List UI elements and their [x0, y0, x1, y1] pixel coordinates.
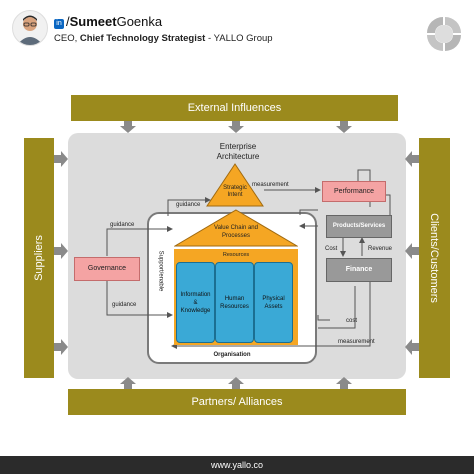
author-title: CEO, Chief Technology Strategist - YALLO… — [54, 33, 273, 44]
measurement-top-label: measurement — [252, 182, 289, 188]
strategic-triangle — [206, 163, 264, 207]
enterprise-title-line2: Architecture — [216, 152, 260, 161]
partners-label: Partners/ Alliances — [191, 396, 283, 408]
governance-label: Governance — [87, 265, 127, 272]
governance-box: Governance — [74, 257, 140, 281]
title-company: - YALLO Group — [205, 33, 273, 44]
physical-line1: Physical — [262, 295, 285, 302]
human-line1: Human — [224, 295, 245, 302]
products-services-label: Products/Services — [332, 223, 386, 229]
finance-box: Finance — [326, 258, 392, 282]
support-enable-label: Support/enable — [157, 250, 164, 292]
footer-bar: www.yallo.co — [0, 456, 474, 474]
measurement-bottom-label: measurement — [338, 339, 375, 345]
author-first-name: Sumeet — [69, 14, 117, 29]
linkedin-separator: / — [66, 14, 70, 29]
strategic-intent-line1: Strategic — [223, 185, 247, 191]
author-last-name: Goenka — [116, 14, 163, 29]
clients-bar: Clients/Customers — [419, 138, 450, 378]
value-chain-roof — [174, 209, 298, 247]
footer-url[interactable]: www.yallo.co — [210, 460, 264, 470]
human-resources-box: Human Resources — [215, 262, 254, 343]
value-chain-label: Value Chain and Processes — [206, 224, 266, 240]
value-chain-line2: Processes — [221, 233, 250, 239]
linkedin-icon: in — [54, 19, 64, 29]
info-line3: Knowledge — [180, 307, 211, 314]
finance-label: Finance — [345, 266, 373, 273]
physical-line2: Assets — [264, 303, 283, 310]
suppliers-bar: Suppliers — [24, 138, 54, 378]
value-chain-line1: Value Chain and — [214, 225, 258, 231]
resources-label: Resources — [222, 252, 250, 258]
enterprise-title-line1: Enterprise — [219, 142, 257, 151]
products-services-box: Products/Services — [326, 215, 392, 238]
strategic-intent-label: Strategic Intent — [206, 185, 264, 199]
yallo-logo-icon — [426, 16, 462, 52]
organisation-label: Organisation — [213, 352, 251, 358]
guidance-bottom-label: guidance — [112, 302, 137, 308]
external-influences-bar: External Influences — [71, 95, 398, 121]
title-role: Chief Technology Strategist — [79, 33, 206, 44]
performance-label: Performance — [333, 188, 375, 195]
info-knowledge-box: Information & Knowledge — [176, 262, 215, 343]
cost-mid-label: Cost — [325, 246, 338, 252]
cost-bottom-label: cost — [346, 318, 358, 324]
guidance-left-label: guidance — [110, 222, 135, 228]
author-name: in/SumeetGoenka — [54, 14, 162, 29]
physical-assets-box: Physical Assets — [254, 262, 293, 343]
partners-bar: Partners/ Alliances — [68, 389, 406, 415]
strategic-intent-line2: Intent — [227, 192, 243, 198]
external-influences-label: External Influences — [187, 102, 282, 114]
info-line2: & — [193, 299, 198, 306]
guidance-top-label: guidance — [176, 202, 201, 208]
external-arrows — [54, 121, 419, 389]
info-line1: Information — [180, 291, 211, 298]
avatar — [12, 10, 48, 46]
enterprise-title: Enterprise Architecture — [188, 142, 288, 162]
revenue-label: Revenue — [368, 246, 393, 252]
human-line2: Resources — [220, 303, 249, 310]
title-prefix: CEO, — [54, 33, 80, 44]
performance-box: Performance — [322, 181, 386, 202]
